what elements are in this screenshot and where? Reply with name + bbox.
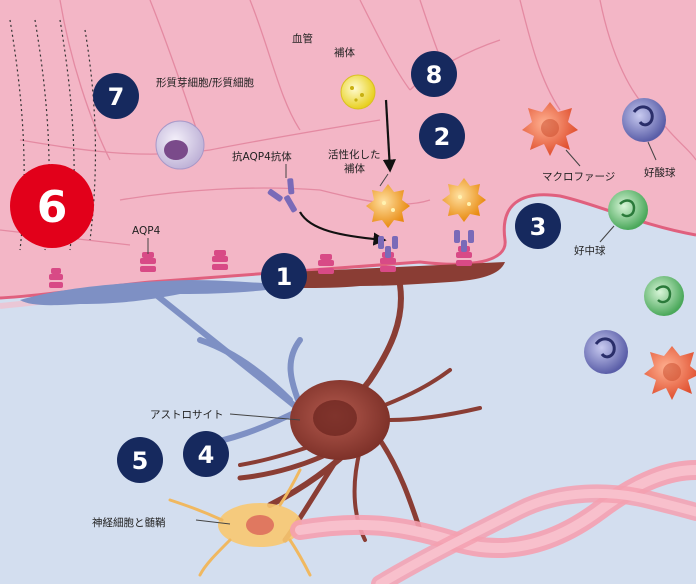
label-aqp4: AQP4 [132,225,161,237]
marker-2: 2 [419,113,465,159]
marker-6: 6 [10,164,94,248]
binding-arrow [299,211,387,246]
label-astrocyte: アストロサイト [150,409,224,421]
neutrophil-icon [608,190,684,316]
marker-8: 8 [411,51,457,97]
plasma-cell-icon [155,120,205,170]
marker-4-text: 4 [198,441,215,469]
astrocyte-endfoot-blue [20,280,300,306]
eosinophil-icon [584,98,666,374]
marker-3: 3 [515,203,561,249]
label-blood-vessel: 血管 [292,32,313,45]
label-complement: 補体 [334,46,355,59]
marker-5: 5 [117,437,163,483]
myelin-sheath [290,460,696,584]
marker-1: 1 [261,253,307,299]
label-activated-complement-1: 活性化した [328,148,381,161]
label-neutrophil: 好中球 [574,244,606,257]
activation-arrow [382,99,396,173]
neuron-icon [168,468,312,577]
label-eosinophil: 好酸球 [644,166,676,179]
marker-5-text: 5 [132,447,149,475]
marker-4: 4 [183,431,229,477]
astrocyte-endfoot-brown [290,262,505,288]
marker-3-text: 3 [530,213,547,241]
astrocyte-nucleus [313,400,357,436]
marker-6-text: 6 [37,182,68,233]
label-activated-complement-2: 補体 [344,162,365,175]
marker-2-text: 2 [434,123,451,151]
blood-vessel-wall [0,0,696,298]
antibody-icon [267,178,297,213]
label-plasma-cell: 形質芽細胞/形質細胞 [156,76,255,89]
leader-lines [195,141,657,525]
bound-antibodies [378,230,474,258]
complement-icon [340,74,376,110]
marker-1-text: 1 [276,263,293,291]
macrophage-icon [522,102,696,400]
marker-7-text: 7 [108,83,125,111]
label-macrophage: マクロファージ [542,171,615,183]
marker-8-text: 8 [426,61,443,89]
label-anti-aqp4: 抗AQP4抗体 [232,150,292,163]
astrocyte-process [147,287,303,448]
marker-7: 7 [93,73,139,119]
label-neuron: 神経細胞と髄鞘 [92,516,166,529]
activated-complement-icon [366,178,486,228]
